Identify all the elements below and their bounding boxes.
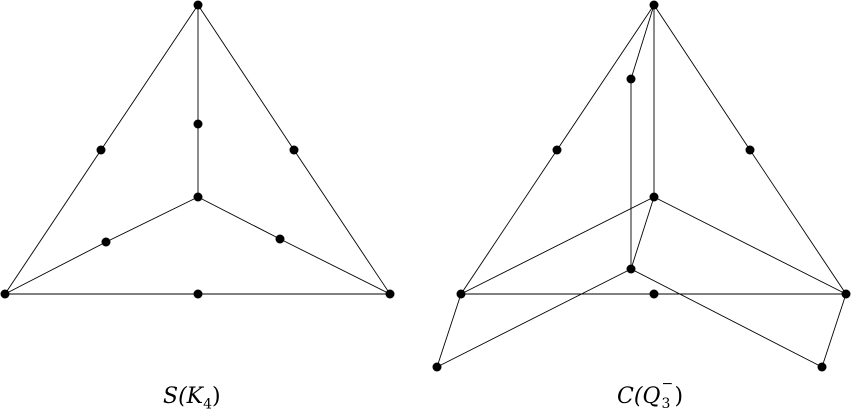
caption-subscript: 3 [661, 396, 671, 412]
edge-g1-center-left [460, 196, 655, 295]
edge-g1-left-bl [436, 293, 462, 368]
edges-layer [4, 4, 847, 368]
edge-g1-top-mTR [653, 4, 751, 151]
edge-g0-left-mLC [4, 241, 107, 295]
vertex-g0-mTL [96, 145, 106, 155]
edge-g0-top-mTL [100, 4, 199, 151]
caption-subscript: 4 [203, 396, 213, 413]
caption-letter: Q [642, 384, 661, 409]
edge-g1-br-right [821, 293, 847, 368]
caption-subdivided-k4: S(K4) [163, 384, 221, 412]
edge-g1-bl-inner [436, 268, 632, 368]
vertex-g0-mTR [289, 145, 299, 155]
vertex-g0-top [193, 0, 203, 10]
vertex-g1-v2 [626, 74, 636, 84]
edge-g1-mTL-left [460, 149, 558, 295]
edge-g1-center-right [653, 196, 847, 295]
edge-g1-top-mTL [556, 4, 655, 151]
vertex-g1-center [649, 192, 659, 202]
caption-letter: K [186, 384, 204, 409]
edge-g0-top-mTR [197, 4, 295, 151]
edge-g1-top-v2 [630, 4, 655, 80]
vertex-g0-mLC [101, 237, 111, 247]
edge-g0-right-mRC [279, 238, 391, 295]
caption-cube-graph: C(Q −3) [617, 376, 684, 412]
caption-prefix: S( [163, 384, 187, 409]
vertex-g1-inner [626, 264, 636, 274]
edge-g1-mTR-right [749, 149, 847, 295]
vertex-g1-mTL [552, 145, 562, 155]
edge-g0-mLC-center [105, 196, 199, 243]
vertex-g0-left [0, 289, 10, 299]
vertex-g1-br [817, 362, 827, 372]
edge-g0-mTR-right [293, 149, 391, 295]
caption-prefix: C( [617, 384, 643, 409]
vertex-g1-left [456, 289, 466, 299]
vertex-g0-center [193, 192, 203, 202]
vertices-layer [0, 0, 851, 372]
vertex-g1-bl [432, 362, 442, 372]
caption-suffix: ) [212, 384, 221, 409]
edge-g0-mRC-center [197, 196, 281, 240]
vertex-g0-mB [193, 289, 203, 299]
vertex-g1-top [649, 0, 659, 10]
caption-superscript: − [661, 376, 674, 392]
vertex-g0-mTC [193, 119, 203, 129]
vertex-g0-right [385, 289, 395, 299]
vertex-g1-mB [649, 289, 659, 299]
caption-suffix: ) [674, 384, 684, 409]
vertex-g0-mRC [275, 234, 285, 244]
caption-script-stack: −3 [660, 376, 674, 412]
edge-g0-mTL-left [4, 149, 102, 295]
vertex-g1-mTR [745, 145, 755, 155]
edge-g1-inner-br [630, 268, 823, 368]
edge-g1-center-inner [630, 196, 655, 270]
vertex-g1-right [841, 289, 851, 299]
